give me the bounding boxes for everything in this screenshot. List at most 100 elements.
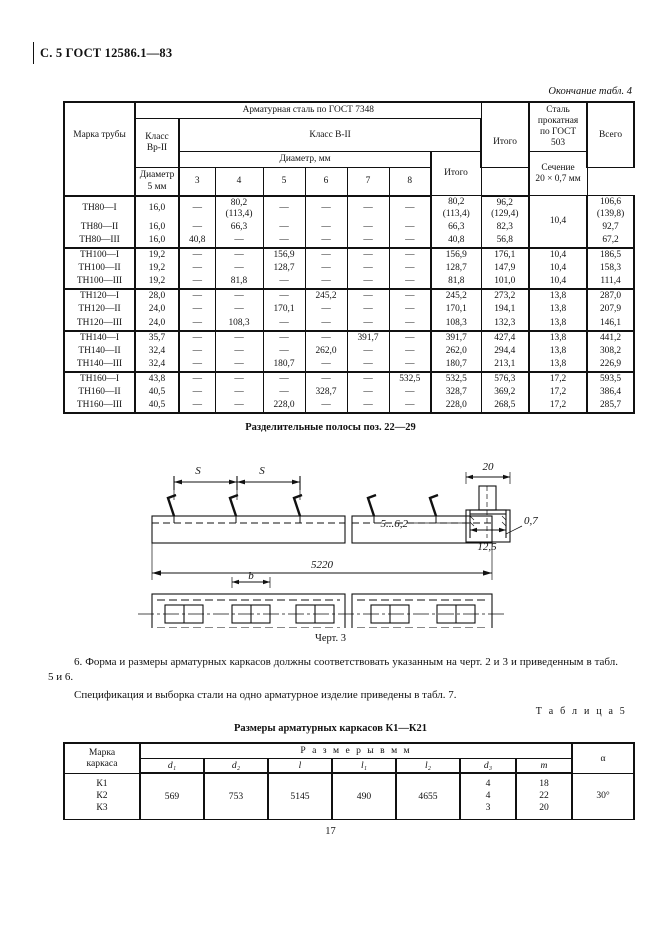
th-spacer-b — [480, 167, 531, 197]
th5-m: m — [514, 757, 573, 774]
cell-d5: 24,0 — [134, 316, 180, 332]
cell-d6: 262,0 — [304, 344, 348, 358]
cell-d5c: 180,7 — [262, 357, 306, 373]
cell-total: 369,2 — [480, 385, 530, 400]
cell-d3: — — [178, 247, 216, 263]
cell-d7: — — [346, 344, 390, 358]
cell-mark: ТН120—III — [63, 316, 136, 332]
cell-total: 294,4 — [480, 344, 530, 358]
cell-d4: — — [214, 262, 264, 276]
cell-d5c: — — [262, 275, 306, 290]
cell-d8: — — [388, 195, 432, 221]
cell-mark: ТН80—I — [63, 195, 136, 221]
cell-d5c: — — [262, 385, 306, 400]
cell-mark: ТН100—I — [63, 247, 136, 263]
cell-d4: — — [214, 233, 264, 249]
cell-d6: — — [304, 275, 348, 290]
cell5-m: 18 22 20 — [514, 772, 573, 820]
cell-d7: — — [346, 303, 390, 317]
cell-d7: — — [346, 288, 390, 304]
cell-d4: 80,2(113,4) — [214, 195, 264, 221]
cell-d3: — — [178, 316, 216, 332]
cell-rolled: 10,4 — [528, 195, 588, 249]
cell-rolled: 17,2 — [528, 385, 588, 400]
cell-d6: — — [304, 357, 348, 373]
cell-d4: — — [214, 385, 264, 400]
cell-mark: ТН120—II — [63, 303, 136, 317]
cell-rolled: 10,4 — [528, 275, 588, 290]
cell-mark: ТН80—III — [63, 233, 136, 249]
cell-total_all: 158,3 — [586, 262, 636, 276]
th5-l2: l₂ — [395, 757, 461, 774]
cell-mark: ТН100—II — [63, 262, 136, 276]
cell-total-all: 92,7 — [586, 220, 636, 234]
cell-total_all: 186,5 — [586, 247, 636, 263]
cell-d4: — — [214, 344, 264, 358]
cell-d3: — — [178, 262, 216, 276]
cell-d6: 328,7 — [304, 385, 348, 400]
cell-total: 147,9 — [480, 262, 530, 276]
cell5-marks: К1 К2 К3 — [63, 772, 141, 820]
cell-subtotal: 80,2(113,4) — [429, 195, 482, 221]
cell-d5c: 170,1 — [262, 303, 306, 317]
cell-rolled: 17,2 — [528, 399, 588, 415]
cell-subtotal: 66,3 — [429, 220, 482, 234]
cell-d3: — — [178, 344, 216, 358]
cell-d3: — — [178, 275, 216, 290]
cell-mark: ТН160—III — [63, 399, 136, 415]
cell-total: 268,5 — [480, 399, 530, 415]
th-size-8: 8 — [388, 167, 432, 197]
cell-d4: — — [214, 329, 264, 345]
cell-d5c: — — [262, 233, 306, 249]
th5-d2: d₂ — [203, 757, 269, 774]
figure-caption: Черт. 3 — [315, 633, 346, 644]
cell-d8: — — [388, 288, 432, 304]
cell-d3: — — [178, 288, 216, 304]
cell-d7: 391,7 — [346, 329, 390, 345]
cell-d3: — — [178, 195, 216, 221]
cell-d4: — — [214, 303, 264, 317]
th-grand-total: Всего — [586, 101, 636, 169]
cell-d8: — — [388, 247, 432, 263]
cell-d4: — — [214, 370, 264, 386]
dim-label-5-6-2: 5...6,2 — [381, 518, 409, 530]
cell-d4: 66,3 — [214, 220, 264, 234]
cell-subtotal: 128,7 — [429, 262, 482, 276]
cell-d8: 532,5 — [388, 370, 432, 386]
cell-d8: — — [388, 357, 432, 373]
cell-subtotal: 156,9 — [429, 247, 482, 263]
th-size-4: 4 — [214, 167, 264, 197]
rebar-steel-table: Марка трубы Арматурная сталь по ГОСТ 734… — [63, 101, 636, 415]
cell-d5: 19,2 — [134, 262, 180, 276]
cell5-l1: 490 — [331, 772, 397, 820]
table-4-container: Марка трубы Арматурная сталь по ГОСТ 734… — [63, 101, 636, 415]
cell-mark: ТН160—II — [63, 385, 136, 400]
cell-d8: — — [388, 220, 432, 234]
cell-total: 427,4 — [480, 329, 530, 345]
cell-total: 96,2(129,4) — [480, 195, 530, 221]
cell-mark: ТН120—I — [63, 288, 136, 304]
th5-d3: d₃ — [459, 757, 517, 774]
cell-total: 194,1 — [480, 303, 530, 317]
th-size-3: 3 — [178, 167, 216, 197]
figure-title: Разделительные полосы поз. 22—29 — [245, 422, 416, 433]
dim-label-20: 20 — [483, 461, 495, 473]
cell-d3: — — [178, 370, 216, 386]
cell-total_all: 207,9 — [586, 303, 636, 317]
cell5-l: 5145 — [267, 772, 333, 820]
cell-subtotal: 262,0 — [429, 344, 482, 358]
cell-d7: — — [346, 357, 390, 373]
cell-mark: ТН140—III — [63, 357, 136, 373]
cell-d4: — — [214, 247, 264, 263]
cell-d6: 245,2 — [304, 288, 348, 304]
cell-total: 56,8 — [480, 233, 530, 249]
th5-l: l — [267, 757, 333, 774]
